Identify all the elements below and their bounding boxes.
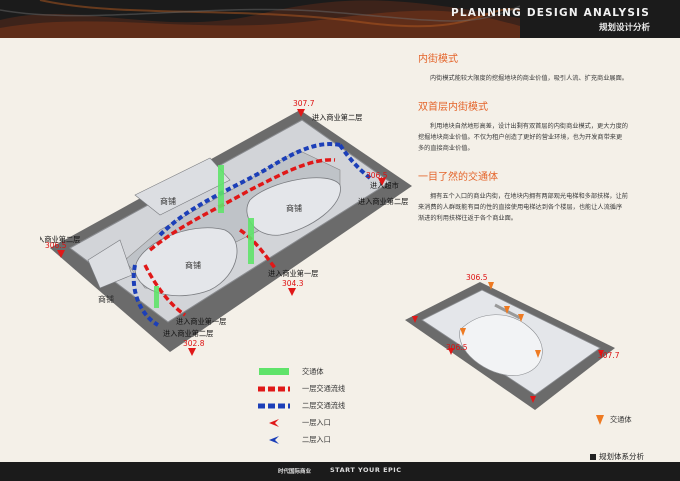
legend-item: 一层入口: [258, 414, 345, 431]
transit-marker-icon: [488, 282, 494, 290]
section-name: 规划体系分析: [599, 452, 644, 461]
entrance-arrow-icon: [448, 348, 454, 355]
legend-item: 一层交通流线: [258, 380, 345, 397]
elevation-label: 307.7: [293, 99, 315, 108]
legend-label: 一层交通流线: [302, 383, 346, 393]
floor1-flow: [148, 158, 336, 252]
transit-marker-icon: [460, 328, 466, 336]
section-title: 双首层内街模式: [418, 102, 488, 113]
small-map-legend: 交通体: [596, 415, 632, 425]
floor1-flow: [239, 228, 277, 270]
floor2-flow: [158, 142, 341, 237]
transit-marker-icon: [596, 415, 604, 425]
elevation-label: 307.7: [598, 351, 620, 360]
entrance-arrow-icon: [598, 350, 604, 357]
transit-core: [248, 218, 254, 264]
elevation-label: 306.5: [446, 343, 468, 352]
header-subtitle: 规划设计分析: [598, 23, 650, 33]
transit-site-plan: 306.5 306.5 307.7: [405, 273, 620, 410]
header-title: PLANNING DESIGN ANALYSIS: [450, 7, 650, 19]
blue-arrow-icon: [258, 435, 290, 445]
shop-label: 商铺: [160, 196, 176, 206]
section-body: 内街模式能较大限度的挖掘地块的商业价值，吸引人流、扩充商业展面。: [430, 75, 628, 82]
entrance-label: 进入商业第二层: [312, 113, 362, 122]
shop-label: 商铺: [98, 294, 114, 304]
square-icon: [590, 453, 596, 460]
floor2-flow: [131, 264, 160, 327]
legend: 交通体 一层交通流线 二层交通流线 一层入口 二层入口: [258, 363, 345, 448]
elevation-label: 302.8: [183, 339, 205, 348]
elevation-label: 306.5: [366, 171, 388, 180]
section-title: 内街模式: [418, 54, 458, 65]
entrance-arrow-icon: [378, 178, 386, 186]
floor2-flow: [338, 143, 372, 180]
shop-label: 商铺: [185, 260, 201, 270]
entrance-label: 进入商业第二层: [358, 197, 408, 206]
footer-brand: 时代国际商业: [278, 469, 312, 475]
shop-block: [459, 314, 543, 376]
section-title: 一目了然的交通体: [418, 172, 498, 183]
elevation-label: 306.5: [466, 273, 488, 282]
transit-marker-icon: [504, 306, 510, 314]
entrance-arrow-icon: [297, 109, 305, 117]
shop-block: [134, 157, 231, 216]
section-inner-street: 内街模式 内街模式能较大限度的挖掘地块的商业价值，吸引人流、扩充商业展面。: [418, 50, 628, 84]
entrance-label: 进入商业第一层: [176, 317, 226, 326]
footer-bar: 时代国际商业 START YOUR EPIC: [0, 462, 680, 481]
entrance-label: 进入超市: [370, 181, 399, 190]
text-column: 内街模式 内街模式能较大限度的挖掘地块的商业价值，吸引人流、扩充商业展面。 双首…: [418, 50, 628, 238]
legend-label: 二层交通流线: [302, 400, 346, 410]
blue-dash-icon: [258, 401, 290, 411]
red-dash-icon: [258, 384, 290, 394]
header-decoration: [0, 0, 520, 38]
legend-item: 二层入口: [258, 431, 345, 448]
transit-marker-icon: [518, 314, 524, 322]
legend-item: 二层交通流线: [258, 397, 345, 414]
red-arrow-icon: [258, 418, 290, 428]
section-transit: 一目了然的交通体 拥有五个入口的商业内街，在地块内拥有两部观光电梯和多部扶梯，让…: [418, 168, 628, 224]
transit-marker-icon: [535, 350, 541, 358]
legend-label: 一层入口: [302, 417, 331, 427]
entrance-label: 进入商业第二层: [40, 235, 80, 244]
entrance-arrow-icon: [530, 396, 536, 403]
footer-section-label: 规划体系分析: [590, 451, 644, 462]
shop-label: 商铺: [286, 203, 302, 213]
main-site-plan: 商铺 商铺 商铺 商铺 307.7 306.5 306.5 304.3 302.…: [40, 99, 412, 356]
footer-slogan: START YOUR EPIC: [330, 466, 402, 474]
green-bar-icon: [258, 367, 290, 377]
legend-label: 交通体: [302, 366, 324, 376]
entrance-arrow-icon: [412, 316, 418, 323]
section-double-ground: 双首层内街模式 利用地块自然地形高差，设计出剩有双首层的内街商业模式，更大力度的…: [418, 98, 628, 154]
legend-label: 交通体: [610, 415, 632, 424]
legend-item: 交通体: [258, 363, 345, 380]
transit-core: [218, 165, 224, 213]
shop-block: [134, 227, 238, 297]
entrance-label: 进入商业第一层: [268, 269, 318, 278]
transit-core: [154, 286, 159, 308]
section-body: 利用地块自然地形高差，设计出剩有双首层的内街商业模式，更大力度的挖掘地块商业价值…: [418, 123, 628, 152]
elevation-label: 304.3: [282, 279, 304, 288]
floor1-flow: [143, 264, 186, 317]
legend-label: 二层入口: [302, 434, 331, 444]
entrance-arrow-icon: [57, 250, 65, 258]
elevation-label: 306.5: [45, 241, 67, 250]
section-body: 拥有五个入口的商业内街，在地块内拥有两部观光电梯和多部扶梯，让前来消费的人群既能…: [418, 193, 628, 222]
header-bar: PLANNING DESIGN ANALYSIS 规划设计分析: [0, 0, 680, 38]
entrance-arrow-icon: [188, 348, 196, 356]
entrance-arrow-icon: [288, 288, 296, 296]
entrance-label: 进入商业第二层: [163, 329, 213, 338]
